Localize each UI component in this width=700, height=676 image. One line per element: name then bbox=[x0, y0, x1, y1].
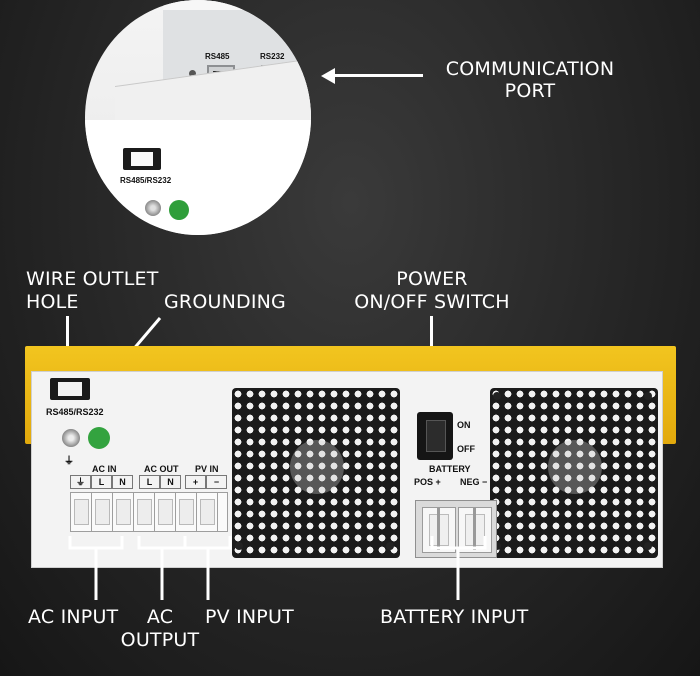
comm-arrow-head bbox=[321, 68, 335, 84]
phase-badge bbox=[88, 427, 110, 449]
ac-out-label: AC OUT bbox=[144, 464, 179, 474]
slot-label: RS485/RS232 bbox=[120, 176, 172, 185]
ac-out-l-label: L bbox=[139, 475, 160, 489]
ac-out-n-terminal bbox=[155, 493, 176, 531]
comm-arrow-line bbox=[333, 74, 423, 77]
inverter-unit: RS485/RS232 ⏚ AC IN AC OUT PV IN ⏚ L N L… bbox=[25, 346, 676, 568]
pv-plus-label: + bbox=[185, 475, 206, 489]
ac-in-ground-label: ⏚ bbox=[70, 475, 91, 489]
pv-in-label: PV IN bbox=[195, 464, 219, 474]
ac-in-ground-terminal bbox=[71, 493, 92, 531]
wire-outlet-opening bbox=[131, 152, 153, 166]
ac-out-n-label: N bbox=[160, 475, 181, 489]
wire-outlet-callout-line2: HOLE bbox=[26, 291, 79, 313]
ground-symbol-icon: ⏚ bbox=[64, 456, 74, 467]
ac-output-callout-line1: AC bbox=[146, 606, 174, 628]
right-fan-grille bbox=[490, 388, 658, 558]
ac-out-terminal-labels: L N bbox=[139, 475, 181, 489]
pv-minus-label: − bbox=[206, 475, 227, 489]
mount-bolt bbox=[386, 542, 394, 550]
grounding-screw-icon bbox=[145, 200, 161, 216]
grounding-callout: GROUNDING bbox=[164, 291, 286, 313]
power-switch-callout-line2: ON/OFF SWITCH bbox=[354, 291, 510, 313]
battery-neg-label: NEG − bbox=[460, 477, 488, 487]
outlet-label: RS485/RS232 bbox=[46, 407, 104, 417]
battery-label: BATTERY bbox=[429, 464, 471, 474]
mount-bolt bbox=[644, 542, 652, 550]
ac-in-n-label: N bbox=[112, 475, 133, 489]
mount-bolt bbox=[235, 542, 243, 550]
pv-input-callout: PV INPUT bbox=[205, 606, 294, 628]
grounding-screw-icon bbox=[62, 429, 80, 447]
power-switch[interactable] bbox=[417, 412, 453, 460]
right-fan-hub bbox=[548, 440, 602, 494]
ac-output-callout-line2: OUTPUT bbox=[120, 629, 200, 651]
mount-bolt bbox=[493, 542, 501, 550]
switch-off-label: OFF bbox=[457, 444, 475, 454]
ac-in-l-terminal bbox=[92, 493, 113, 531]
ac-in-label: AC IN bbox=[92, 464, 117, 474]
communication-port-callout: COMMUNICATION PORT bbox=[445, 58, 615, 102]
rs485-label: RS485 bbox=[205, 52, 230, 61]
chassis-face bbox=[85, 120, 311, 235]
panel-screw bbox=[189, 70, 196, 77]
wire-outlet-callout-line1: WIRE OUTLET bbox=[26, 268, 159, 290]
mount-bolt bbox=[493, 392, 501, 400]
bottom-panel: RS485/RS232 ⏚ AC IN AC OUT PV IN ⏚ L N L… bbox=[31, 371, 663, 568]
port-panel-top bbox=[163, 0, 311, 10]
left-fan-grille bbox=[232, 388, 400, 558]
mount-bolt bbox=[644, 392, 652, 400]
ac-out-l-terminal bbox=[134, 493, 155, 531]
terminal-block bbox=[70, 492, 228, 532]
left-fan-hub bbox=[290, 440, 344, 494]
battery-pos-terminal bbox=[422, 507, 456, 553]
battery-input-callout: BATTERY INPUT bbox=[380, 606, 529, 628]
battery-pos-label: POS + bbox=[414, 477, 441, 487]
phase-badge bbox=[169, 200, 189, 220]
wire-outlet-arrow-line bbox=[66, 316, 69, 358]
pv-terminal-labels: + − bbox=[185, 475, 227, 489]
power-switch-callout-line1: POWER bbox=[396, 268, 468, 290]
ac-in-terminal-labels: ⏚ L N bbox=[70, 475, 133, 489]
rs232-label: RS232 bbox=[260, 52, 285, 61]
pv-minus-terminal bbox=[197, 493, 218, 531]
battery-neg-terminal bbox=[458, 507, 492, 553]
ac-in-l-label: L bbox=[91, 475, 112, 489]
pv-plus-terminal bbox=[176, 493, 197, 531]
wire-outlet-hole bbox=[50, 378, 90, 400]
communication-port-zoom: RS485 RS232 RS485/RS232 bbox=[85, 0, 311, 235]
ac-in-n-terminal bbox=[113, 493, 134, 531]
switch-on-label: ON bbox=[457, 420, 471, 430]
ac-input-callout: AC INPUT bbox=[28, 606, 119, 628]
